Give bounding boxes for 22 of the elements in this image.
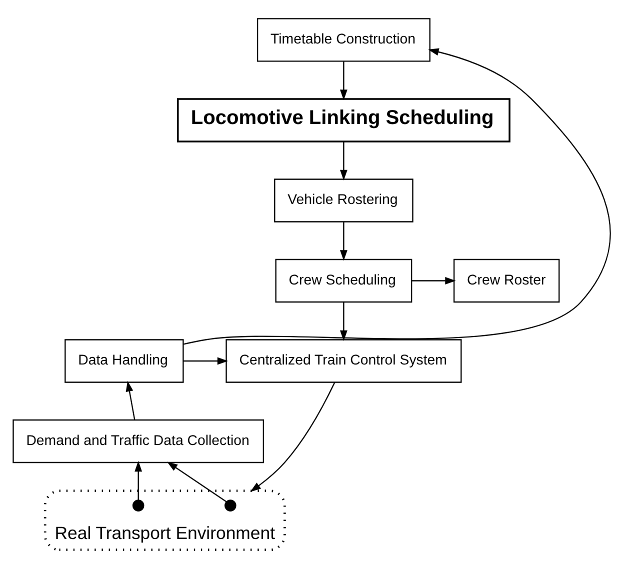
arrow xyxy=(126,380,136,420)
arrow xyxy=(340,61,348,100)
arrow xyxy=(167,461,227,502)
node-box: Demand and Traffic Data Collection xyxy=(12,418,264,463)
node-box: Crew Roster xyxy=(453,258,560,302)
node-circle xyxy=(132,499,144,511)
cluster: Real Transport Environment xyxy=(44,489,286,551)
arrow xyxy=(183,356,228,364)
node-circle xyxy=(224,499,236,511)
arrow xyxy=(340,222,348,260)
arrow xyxy=(183,48,611,344)
arrow xyxy=(412,276,456,284)
node-box: Data Handling xyxy=(64,338,184,382)
arrow xyxy=(250,382,336,492)
node-box: Crew Scheduling xyxy=(275,258,412,302)
arrow xyxy=(134,460,142,500)
arrow xyxy=(340,302,348,340)
node-box: Timetable Construction xyxy=(256,18,430,62)
arrow xyxy=(340,141,348,180)
node-box: Vehicle Rostering xyxy=(274,178,414,222)
node-box: Centralized Train Control System xyxy=(226,338,462,382)
node-box: Locomotive Linking Scheduling xyxy=(177,98,510,142)
